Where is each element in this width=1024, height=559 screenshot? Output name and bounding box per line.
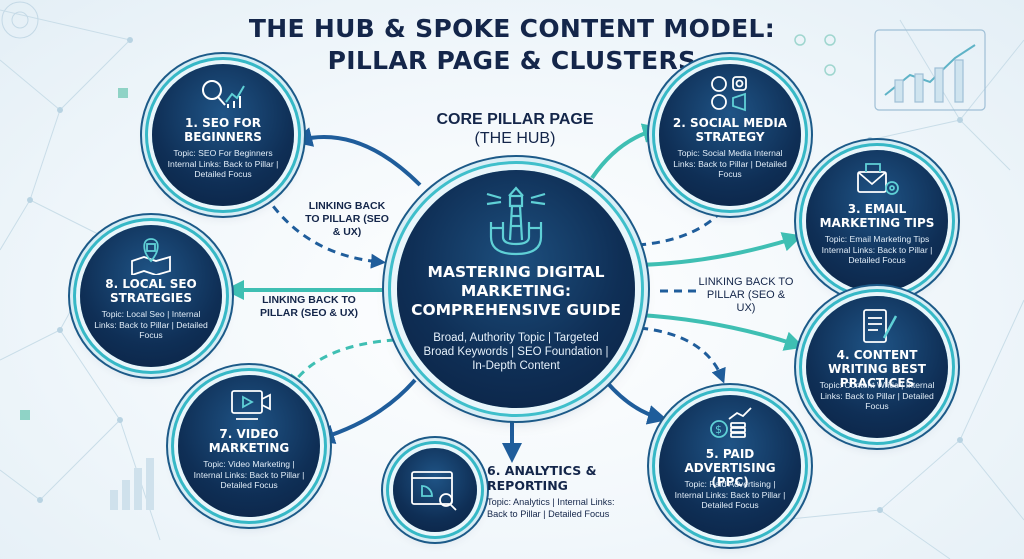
spoke-email-marketing-tips: 3. EMAIL MARKETING TIPS Topic: Email Mar… xyxy=(806,150,948,292)
page-title-line1: THE HUB & SPOKE CONTENT MODEL: xyxy=(248,14,776,43)
spoke-description: Topic: Local Seo | Internal Links: Back … xyxy=(94,309,208,340)
spoke-title: 1. SEO FOR BEGINNERS xyxy=(184,116,262,144)
spoke-title: 7. VIDEO MARKETING xyxy=(208,427,290,455)
core-pillar-label-line1: CORE PILLAR PAGE xyxy=(436,111,594,128)
email-gear-icon xyxy=(857,163,899,195)
hub-title: MASTERING DIGITAL MARKETING: COMPREHENSI… xyxy=(411,263,621,319)
spoke-video-marketing: 7. VIDEO MARKETING Topic: Video Marketin… xyxy=(178,375,320,517)
spoke-analytics-text: 6. ANALYTICS & REPORTING Topic: Analytic… xyxy=(487,463,627,520)
spoke-title: 5. PAID ADVERTISING (PPC) xyxy=(684,447,776,489)
map-pin-icon xyxy=(131,238,171,275)
spoke-seo-for-beginners: 1. SEO FOR BEGINNERS Topic: SEO For Begi… xyxy=(152,64,294,206)
svg-text:$: $ xyxy=(715,423,722,436)
notepad-pen-icon xyxy=(863,309,898,343)
spoke-local-seo: 8. LOCAL SEO STRATEGIES Topic: Local Seo… xyxy=(80,225,222,367)
arrow-hub-to-social-dashed xyxy=(637,199,732,247)
spoke-description: Topic: Social Media Internal Links: Back… xyxy=(673,148,787,179)
arrow-hub-to-video xyxy=(314,378,417,444)
spoke-description: Topic: Video Marketing | Internal Links:… xyxy=(193,459,305,490)
lighthouse-magnet-icon xyxy=(486,186,546,256)
spoke-analytics-reporting xyxy=(393,448,477,532)
spoke-description: Topic: Analytics | Internal Links: Back … xyxy=(487,497,615,519)
spoke-description: Topic: Email Marketing Tips Internal Lin… xyxy=(821,234,933,265)
spoke-title: 6. ANALYTICS & REPORTING xyxy=(487,463,597,493)
arrow-seo-back-dashed xyxy=(263,194,386,269)
spoke-title: 4. CONTENT WRITING BEST PRACTICES xyxy=(828,348,926,390)
spoke-social-media-strategy: 2. SOCIAL MEDIA STRATEGY Topic: Social M… xyxy=(659,64,801,206)
page-title-line2: PILLAR PAGE & CLUSTERS xyxy=(327,46,697,75)
spoke-content-writing: 4. CONTENT WRITING BEST PRACTICES Topic:… xyxy=(806,296,948,438)
arrow-hub-to-paid-dashed xyxy=(639,326,726,384)
arrow-hub-to-seo xyxy=(292,127,422,187)
core-pillar-label: CORE PILLAR PAGE (THE HUB) xyxy=(420,110,610,148)
spoke-description: Topic: SEO For Beginners Internal Links:… xyxy=(167,148,279,179)
spoke-description: Topic: Paid Advertising | Internal Links… xyxy=(674,479,786,510)
hub-description: Broad, Authority Topic | Targeted Broad … xyxy=(423,332,609,372)
arrow-hub-to-video-dashed xyxy=(288,338,396,390)
spoke-paid-advertising: $ 5. PAID ADVERTISING (PPC) Topic: Paid … xyxy=(659,395,801,537)
arrow-hub-to-social xyxy=(590,123,663,180)
core-pillar-label-line2: (THE HUB) xyxy=(474,130,556,147)
search-chart-icon xyxy=(202,80,245,108)
hub-circle: MASTERING DIGITAL MARKETING: COMPREHENSI… xyxy=(397,170,635,408)
spoke-description: Topic: Content Writia | Internal Links: … xyxy=(819,380,935,411)
analytics-window-icon xyxy=(411,471,457,511)
link-label-left-middle: LINKING BACK TO PILLAR (SEO & UX) xyxy=(259,294,358,319)
coins-chart-icon: $ xyxy=(710,407,752,438)
spoke-title: 3. EMAIL MARKETING TIPS xyxy=(819,202,935,230)
link-label-right: LINKING BACK TO PILLAR (SEO & UX) xyxy=(698,276,794,314)
spoke-title: 2. SOCIAL MEDIA STRATEGY xyxy=(672,116,788,144)
social-media-icon xyxy=(711,76,747,112)
spoke-title: 8. LOCAL SEO STRATEGIES xyxy=(105,277,197,305)
arrow-hub-to-content xyxy=(639,313,805,351)
link-label-left-upper: LINKING BACK TO PILLAR (SEO & UX) xyxy=(305,200,389,238)
arrow-hub-to-email xyxy=(639,232,803,267)
arrow-hub-to-paid xyxy=(603,378,668,425)
video-camera-icon xyxy=(231,390,271,420)
